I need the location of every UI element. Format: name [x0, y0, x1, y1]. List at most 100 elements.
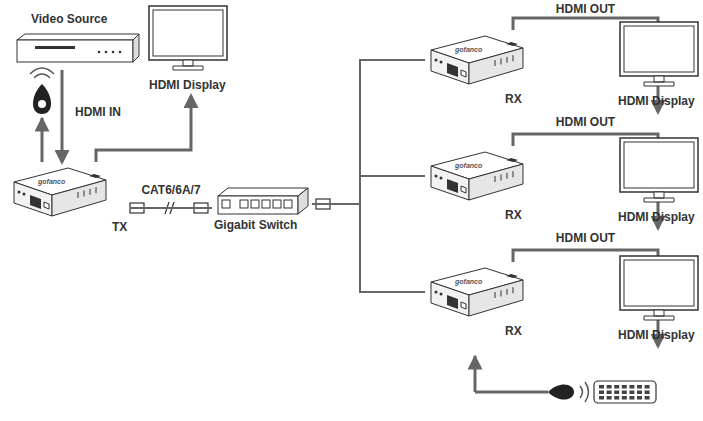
icon-group	[431, 152, 523, 200]
led	[440, 177, 443, 180]
monitor-screen	[624, 26, 694, 72]
video-source: Video Source	[15, 12, 141, 70]
led	[435, 175, 438, 178]
device-right	[469, 48, 523, 84]
device-front	[17, 40, 133, 62]
icon-group	[620, 256, 698, 320]
disc-slot	[35, 46, 75, 49]
brand-logo: gofanco	[455, 46, 482, 54]
device-left	[431, 282, 469, 316]
ir-cable-arrow	[41, 118, 44, 162]
signal-connector	[312, 176, 425, 204]
device-label: RX	[505, 208, 522, 222]
device-left	[431, 166, 469, 200]
remote-button	[629, 396, 634, 400]
vent-slot	[90, 189, 91, 195]
brand-logo: gofanco	[38, 178, 65, 186]
remote-button	[607, 391, 612, 395]
vent-slot	[495, 60, 496, 66]
vent-slot	[495, 176, 496, 182]
monitor-screen	[624, 260, 694, 306]
device-right	[469, 164, 523, 200]
network-switch: Gigabit Switch	[212, 186, 312, 236]
icon-group	[620, 138, 698, 202]
device-label: RX	[505, 324, 522, 338]
vent-slot	[84, 190, 85, 196]
signal-connector	[312, 204, 425, 292]
device-label: HDMI Display	[149, 78, 226, 92]
vent-slot	[507, 173, 508, 179]
vent-slot	[501, 58, 502, 64]
display-node: HDMI Display	[616, 134, 700, 228]
ir-emitter	[33, 84, 51, 114]
signal-label: CAT6/6A/7	[139, 183, 202, 197]
display-node: HDMI Display	[616, 252, 700, 346]
ir-lens	[38, 100, 46, 108]
led	[435, 59, 438, 62]
remote-button	[614, 385, 619, 389]
ir-receiver-bottom	[475, 356, 656, 403]
icon-group	[149, 6, 227, 70]
monitor-screen	[153, 10, 223, 56]
ir-wave	[30, 68, 54, 74]
button-dot	[112, 51, 115, 54]
extender-unit: gofancoRX	[425, 146, 527, 234]
device-label: HDMI Display	[618, 328, 695, 342]
vent-slot	[507, 57, 508, 63]
remote-button	[599, 396, 604, 400]
device-label: Gigabit Switch	[214, 218, 297, 232]
vent-slot	[507, 289, 508, 295]
button-dot	[98, 51, 101, 54]
remote-button	[599, 385, 604, 389]
corner-tag	[506, 158, 518, 162]
monitor-frame	[620, 22, 698, 76]
led	[440, 293, 443, 296]
icon-group	[14, 168, 106, 216]
extender-unit: gofancoRX	[425, 30, 527, 118]
signal-connector	[312, 60, 425, 204]
icon-group	[620, 22, 698, 86]
ir-cable-arrow	[474, 356, 477, 392]
rj45-port	[30, 195, 41, 209]
remote-button	[645, 391, 650, 395]
vent-slot	[513, 55, 514, 61]
rj45-port	[447, 295, 458, 309]
led	[23, 193, 26, 196]
vent-slot	[501, 290, 502, 296]
remote-button	[637, 385, 642, 389]
monitor-stand	[644, 310, 674, 320]
vent-slot	[513, 287, 514, 293]
remote-button	[607, 385, 612, 389]
remote-button	[645, 385, 650, 389]
display-node: HDMI Display	[616, 18, 700, 112]
monitor-frame	[149, 6, 227, 60]
switch-port	[284, 200, 292, 208]
ir-wave	[34, 74, 50, 78]
signal-label: HDMI OUT	[554, 2, 617, 16]
device-side	[133, 34, 139, 62]
switch-side	[298, 188, 308, 214]
rj45-port	[447, 179, 458, 193]
brand-logo: gofanco	[455, 278, 482, 286]
power-port	[222, 200, 230, 208]
signal-label: HDMI IN	[73, 105, 123, 119]
device-left	[14, 182, 52, 216]
device-label: HDMI Display	[618, 210, 695, 224]
switch-port	[262, 200, 270, 208]
rj45-port	[447, 63, 458, 77]
monitor-stand	[644, 76, 674, 86]
switch-front	[218, 196, 298, 214]
switch-port	[240, 200, 248, 208]
device-label: Video Source	[31, 12, 107, 26]
button	[461, 70, 466, 77]
vent-slot	[78, 192, 79, 198]
vent-slot	[513, 171, 514, 177]
icon-group	[17, 34, 139, 62]
display-node: HDMI Display	[145, 2, 237, 96]
switch-top	[218, 188, 308, 196]
signal-label: HDMI OUT	[554, 231, 617, 245]
device-top	[17, 34, 139, 40]
